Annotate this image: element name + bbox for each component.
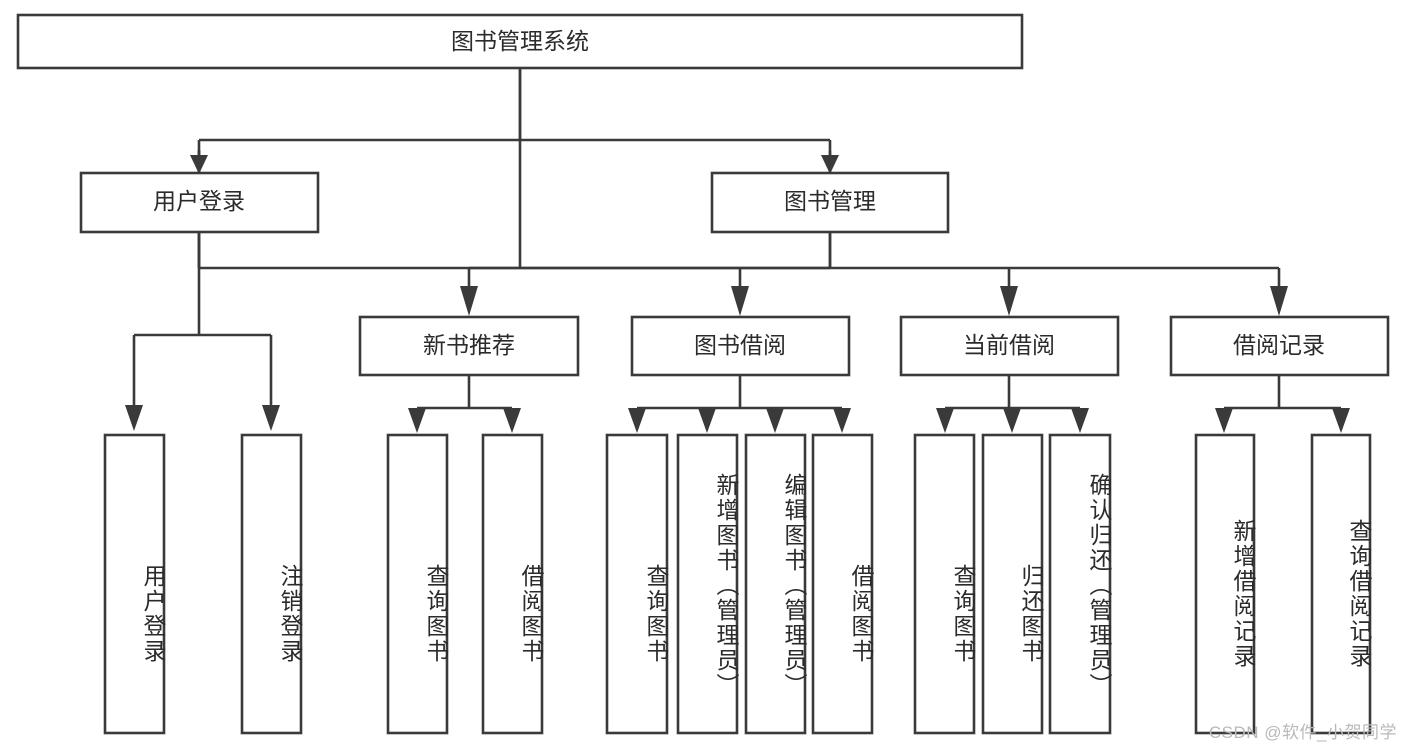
leaf-query-borrow-record[interactable] <box>1310 433 1372 735</box>
arrow-to-leaf-add-record <box>1215 408 1233 433</box>
leaf-return-book[interactable] <box>981 433 1044 735</box>
leaf-edit-book[interactable] <box>744 433 807 735</box>
arrow-to-leaf-user-login <box>125 405 143 431</box>
leaf-logout[interactable] <box>240 433 303 735</box>
leaf-add-borrow-record[interactable] <box>1194 433 1256 735</box>
csdn-watermark: CSDN @软件_小贺同学 <box>1208 723 1397 742</box>
label-root: 图书管理系统 <box>451 28 589 54</box>
arrow-to-leaf-confirm-return <box>1071 408 1089 433</box>
arrow-to-leaf-add-book <box>698 408 716 433</box>
arrow-to-leaf-query-book-3 <box>936 408 954 433</box>
node-user-login[interactable] <box>79 171 320 234</box>
leaf-query-book-current[interactable] <box>913 433 976 735</box>
arrow-to-borrow-record <box>1270 286 1288 316</box>
node-current-borrow[interactable] <box>899 315 1120 377</box>
arrow-to-book-borrow <box>731 286 749 316</box>
node-book-borrow[interactable] <box>630 315 851 377</box>
leaf-borrow-book[interactable] <box>811 433 874 735</box>
leaf-query-book-borrow[interactable] <box>605 433 669 735</box>
leaf-query-book-newbook[interactable] <box>386 433 449 735</box>
node-root[interactable] <box>16 13 1024 70</box>
arrow-to-leaf-query-record <box>1332 408 1350 433</box>
arrow-to-leaf-return-book <box>1003 408 1021 433</box>
node-borrow-record[interactable] <box>1169 315 1390 377</box>
connector-layer <box>125 68 1350 433</box>
arrow-to-leaf-borrow-book-2 <box>833 408 851 433</box>
arrow-to-leaf-edit-book <box>766 408 784 433</box>
leaf-borrow-book-newbook[interactable] <box>481 433 544 735</box>
arrow-to-leaf-logout <box>262 405 280 431</box>
label-current-borrow: 当前借阅 <box>963 332 1055 358</box>
arrow-to-leaf-borrow-book-1 <box>503 408 521 433</box>
label-book-borrow: 图书借阅 <box>694 332 786 358</box>
arrow-to-current-borrow <box>1000 286 1018 316</box>
node-layer <box>16 13 1390 735</box>
leaf-user-login[interactable] <box>103 433 166 735</box>
arrow-to-book-manage <box>821 155 839 174</box>
arrow-to-leaf-query-book-1 <box>408 408 426 433</box>
arrow-to-new-book <box>460 286 478 316</box>
label-layer: 图书管理系统 用户登录 图书管理 新书推荐 图书借阅 当前借阅 借阅记录 <box>153 28 1325 358</box>
leaf-confirm-return[interactable] <box>1048 433 1112 735</box>
node-book-manage[interactable] <box>710 171 950 234</box>
label-borrow-record: 借阅记录 <box>1233 332 1325 358</box>
arrow-to-user-login <box>190 155 208 174</box>
leaf-add-book[interactable] <box>676 433 739 735</box>
node-new-book-recommend[interactable] <box>358 315 580 377</box>
label-user-login: 用户登录 <box>153 188 245 214</box>
label-book-manage: 图书管理 <box>784 188 876 214</box>
arrow-to-leaf-query-book-2 <box>628 408 646 433</box>
label-new-book-recommend: 新书推荐 <box>423 332 515 358</box>
